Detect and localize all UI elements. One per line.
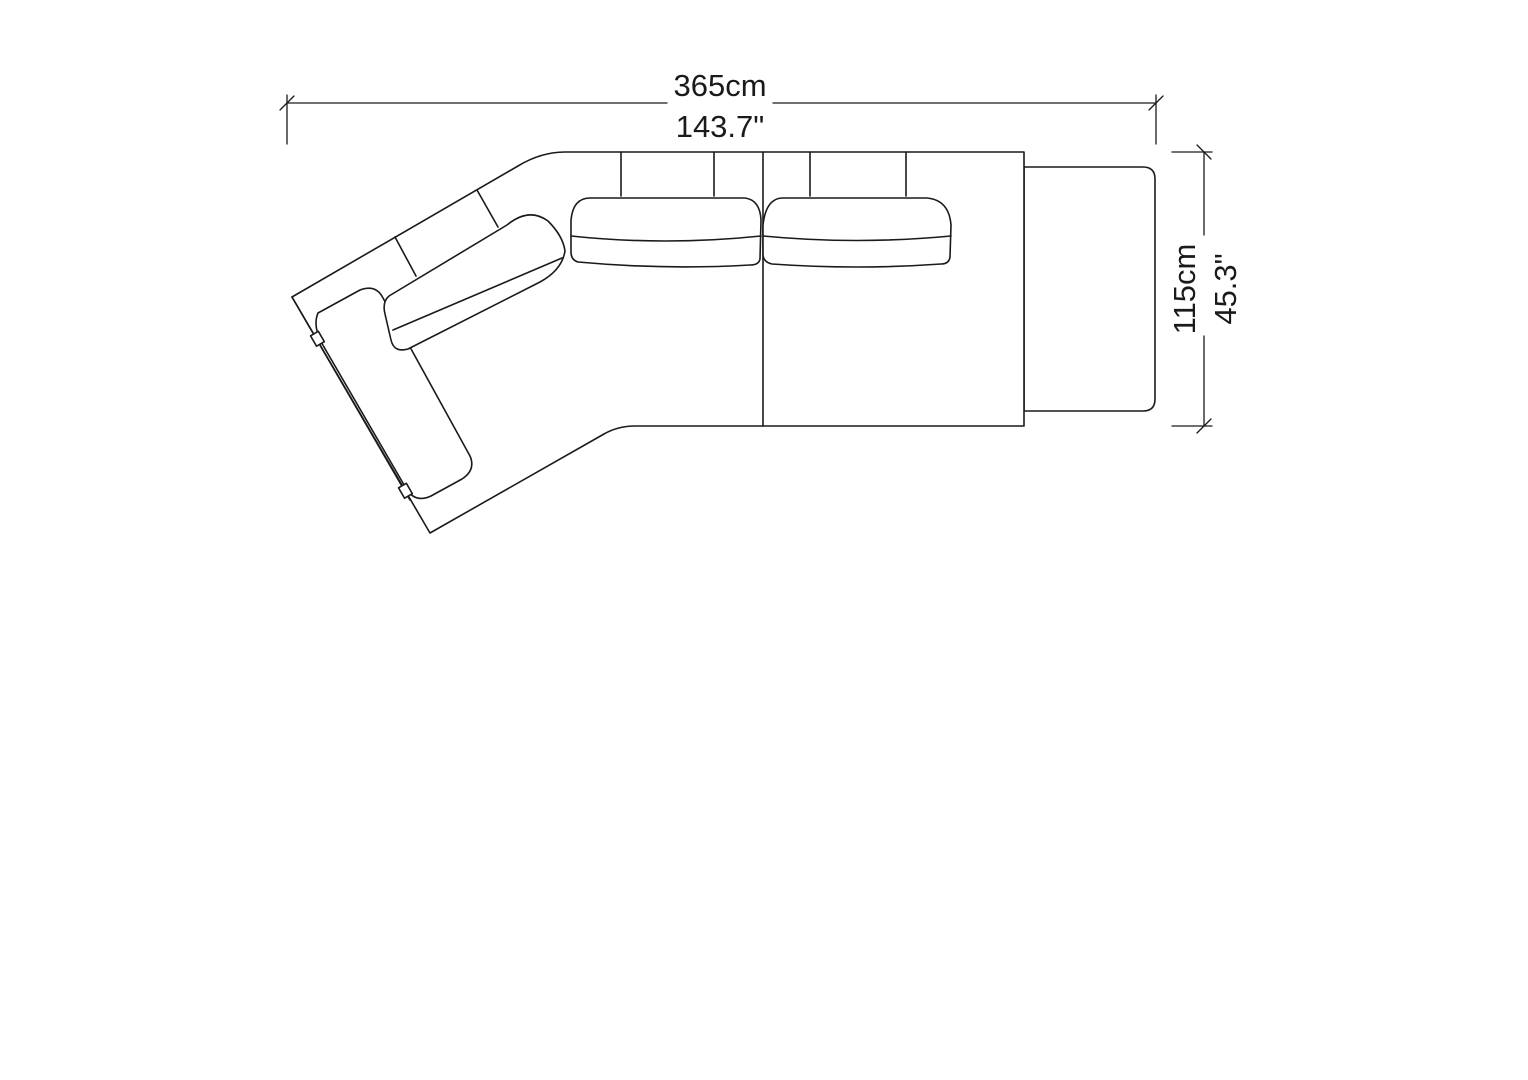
ottoman — [1023, 166, 1156, 412]
seat-cushion-right — [762, 197, 952, 268]
width-dimension: 365cm 143.7" — [279, 68, 1164, 145]
back-cushions-angled — [394, 189, 499, 277]
width-inch-label: 143.7" — [676, 109, 765, 144]
width-cm-label: 365cm — [673, 68, 766, 103]
depth-dimension: 115cm 45.3" — [1167, 144, 1243, 434]
depth-cm-label: 115cm — [1167, 244, 1202, 335]
angled-seat-cushion — [383, 214, 566, 351]
depth-inch-label: 45.3" — [1208, 253, 1243, 324]
back-cushions-straight — [620, 151, 907, 197]
seat-cushion-left — [570, 197, 762, 268]
sofa-plan — [291, 151, 1156, 534]
left-armrest — [291, 287, 473, 501]
